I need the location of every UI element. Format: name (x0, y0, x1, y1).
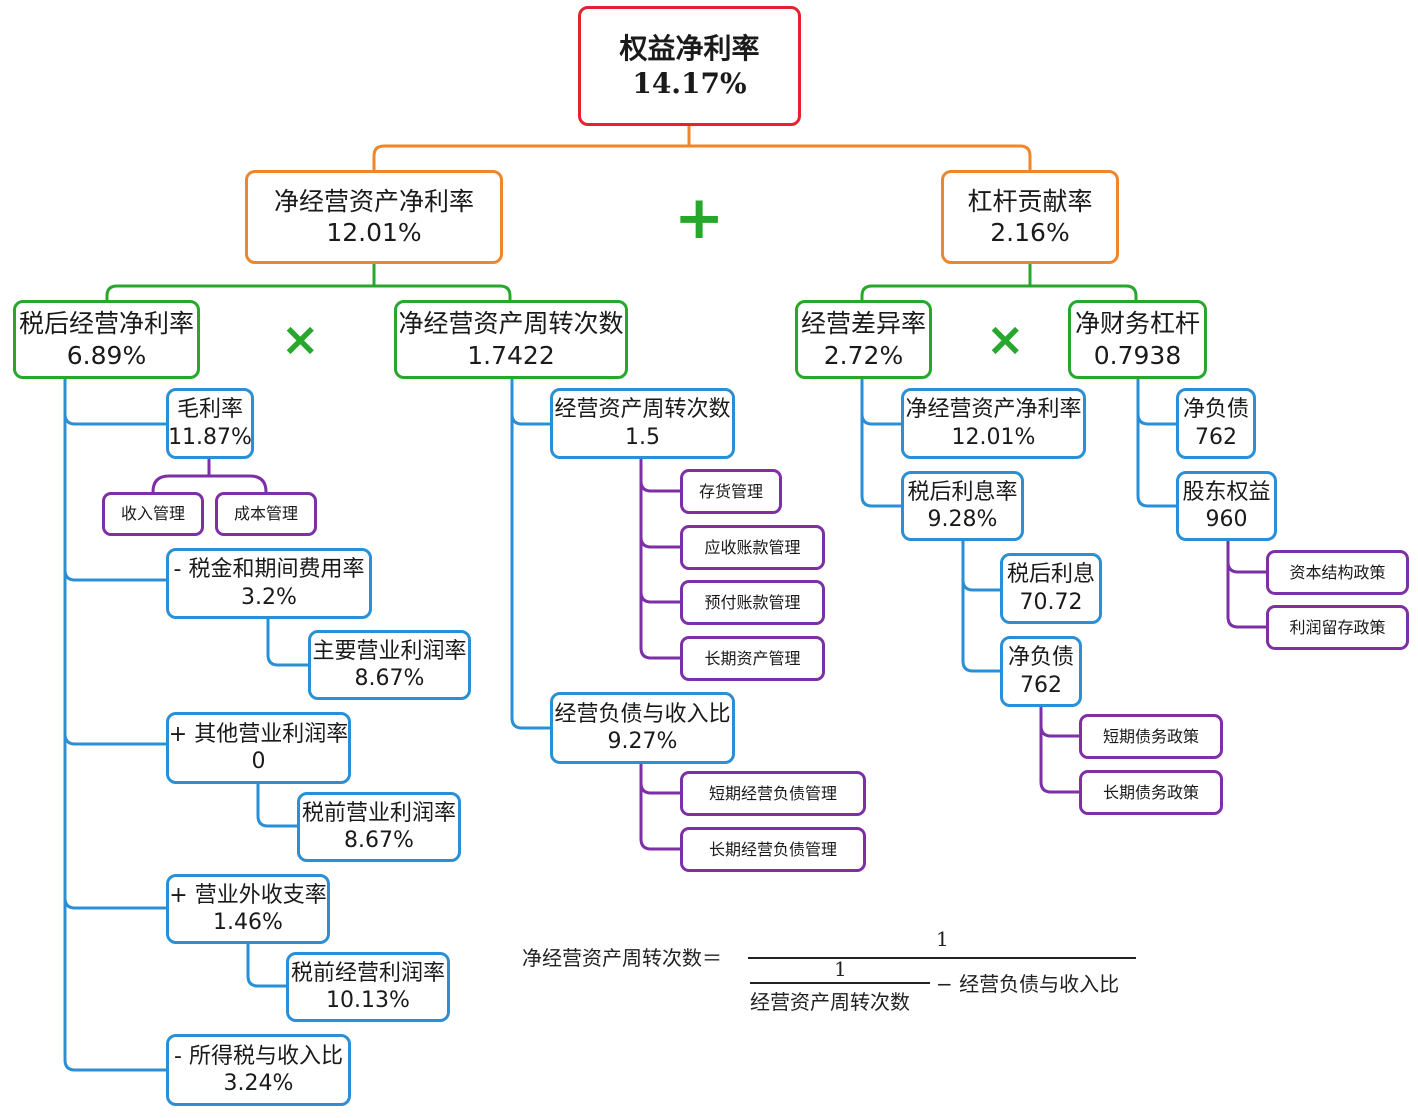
leaf-capital-structure-policy: 资本结构政策 (1266, 550, 1409, 595)
formula-inner-numerator: 1 (834, 957, 847, 981)
formula-numerator: 1 (936, 927, 949, 951)
node-gross-margin: 毛利率 11.87% (166, 388, 254, 459)
leaf-receivables-management: 应收账款管理 (680, 525, 825, 570)
node-net-debt: 净负债 762 (1176, 388, 1256, 459)
node-value: 1.7422 (467, 340, 555, 370)
node-pretax-operating-margin: 税前营业利润率 8.67% (297, 792, 461, 862)
formula-main-fraction-bar (748, 957, 1136, 959)
plus-operator: + (674, 183, 725, 253)
leaf-short-term-debt-policy: 短期债务政策 (1079, 714, 1223, 759)
node-operating-spread: 经营差异率 2.72% (795, 300, 932, 379)
leaf-prepayment-management: 预付账款管理 (680, 580, 825, 625)
node-income-tax-to-revenue: - 所得税与收入比 3.24% (166, 1034, 351, 1106)
node-label: 净经营资产周转次数 (398, 309, 624, 339)
leaf-retained-earnings-policy: 利润留存政策 (1266, 605, 1409, 650)
node-operating-liabilities-to-revenue: 经营负债与收入比 9.27% (550, 692, 735, 764)
leaf-long-term-asset-management: 长期资产管理 (680, 636, 825, 681)
node-label: 经营差异率 (800, 309, 926, 339)
node-other-operating-margin: + 其他营业利润率 0 (166, 712, 351, 784)
node-value: 3.2% (241, 584, 297, 610)
node-value: 3.24% (223, 1071, 294, 1096)
node-net-operating-asset-turnover: 净经营资产周转次数 1.7422 (394, 300, 628, 379)
leaf-revenue-management: 收入管理 (102, 492, 204, 536)
node-net-financial-leverage: 净财务杠杆 0.7938 (1068, 300, 1207, 379)
node-value: 70.72 (1019, 589, 1083, 615)
node-value: 0.7938 (1093, 340, 1182, 370)
node-value: 0 (251, 749, 266, 774)
node-label: 经营负债与收入比 (554, 701, 731, 727)
node-label: 税后经营净利率 (18, 309, 194, 339)
leaf-inventory-management: 存货管理 (680, 469, 782, 514)
node-value: 12.01% (326, 218, 422, 247)
node-label: 经营资产周转次数 (554, 397, 731, 422)
node-label: 净经营资产净利率 (905, 397, 1082, 422)
node-after-tax-operating-margin: 税后经营净利率 6.89% (13, 300, 200, 379)
node-value: 6.89% (66, 340, 147, 370)
node-label: 净负债 (1182, 397, 1249, 422)
node-label: 权益净利率 (619, 32, 760, 65)
node-label: - 税金和期间费用率 (173, 557, 365, 582)
node-label: 毛利率 (176, 397, 243, 422)
node-leverage-contribution: 杠杆贡献率 2.16% (941, 170, 1119, 264)
formula-inner-fraction-bar (750, 982, 930, 984)
node-value: 2.72% (823, 340, 904, 370)
node-after-tax-interest: 税后利息 70.72 (1000, 553, 1102, 624)
node-label: 股东权益 (1182, 479, 1271, 505)
node-label: 主要营业利润率 (312, 638, 467, 664)
node-non-operating-ratio: + 营业外收支率 1.46% (166, 874, 330, 944)
leaf-cost-management: 成本管理 (215, 492, 317, 536)
node-shareholders-equity: 股东权益 960 (1176, 471, 1277, 541)
node-value: 10.13% (326, 988, 410, 1013)
node-value: 8.67% (344, 828, 414, 853)
node-label: 税前营业利润率 (301, 800, 456, 826)
node-operating-asset-turnover: 经营资产周转次数 1.5 (550, 388, 735, 459)
node-main-operating-margin: 主要营业利润率 8.67% (308, 630, 471, 700)
node-tax-and-period-expense-ratio: - 税金和期间费用率 3.2% (166, 548, 372, 619)
node-value: 9.28% (927, 507, 998, 532)
node-label: 净财务杠杆 (1074, 309, 1200, 339)
node-value: 762 (1195, 424, 1237, 450)
node-value: 9.27% (607, 729, 678, 754)
node-after-tax-interest-rate: 税后利息率 9.28% (901, 471, 1024, 541)
leaf-long-term-debt-policy: 长期债务政策 (1079, 770, 1223, 815)
node-label: + 其他营业利润率 (168, 721, 349, 747)
node-value: 8.67% (354, 666, 425, 691)
leaf-long-term-operating-liabilities: 长期经营负债管理 (680, 827, 866, 872)
node-value: 1.5 (625, 424, 660, 450)
node-value: 2.16% (990, 218, 1070, 247)
node-value: 11.87% (168, 424, 252, 450)
node-value: 762 (1020, 672, 1062, 698)
node-value: 12.01% (951, 424, 1036, 450)
root-node-roe: 权益净利率 14.17% (578, 6, 801, 126)
node-label: 税后利息 (1006, 562, 1095, 587)
leaf-short-term-operating-liabilities: 短期经营负债管理 (680, 771, 866, 816)
times-operator: × (281, 312, 320, 366)
node-value: 1.46% (213, 910, 283, 935)
node-label: + 营业外收支率 (169, 882, 327, 908)
times-operator: × (986, 312, 1025, 366)
node-net-debt-spread: 净负债 762 (1000, 636, 1082, 707)
node-value: 960 (1205, 507, 1248, 532)
node-label: 税后利息率 (907, 479, 1018, 505)
formula-inner-denominator: 经营资产周转次数 (750, 990, 910, 1014)
node-value: 14.17% (632, 67, 747, 100)
node-label: 杠杆贡献率 (967, 186, 1093, 216)
formula-lhs: 净经营资产周转次数＝ (522, 946, 722, 970)
node-rnoa: 净经营资产净利率 12.01% (245, 170, 503, 264)
node-label: 净经营资产净利率 (273, 186, 474, 216)
node-pretax-operating-profit-margin: 税前经营利润率 10.13% (286, 952, 450, 1022)
formula-minus-term: − 经营负债与收入比 (936, 972, 1120, 996)
node-label: 净负债 (1007, 645, 1074, 670)
node-rnoa-detail: 净经营资产净利率 12.01% (901, 388, 1086, 459)
node-label: 税前经营利润率 (290, 960, 445, 986)
node-label: - 所得税与收入比 (174, 1043, 343, 1069)
